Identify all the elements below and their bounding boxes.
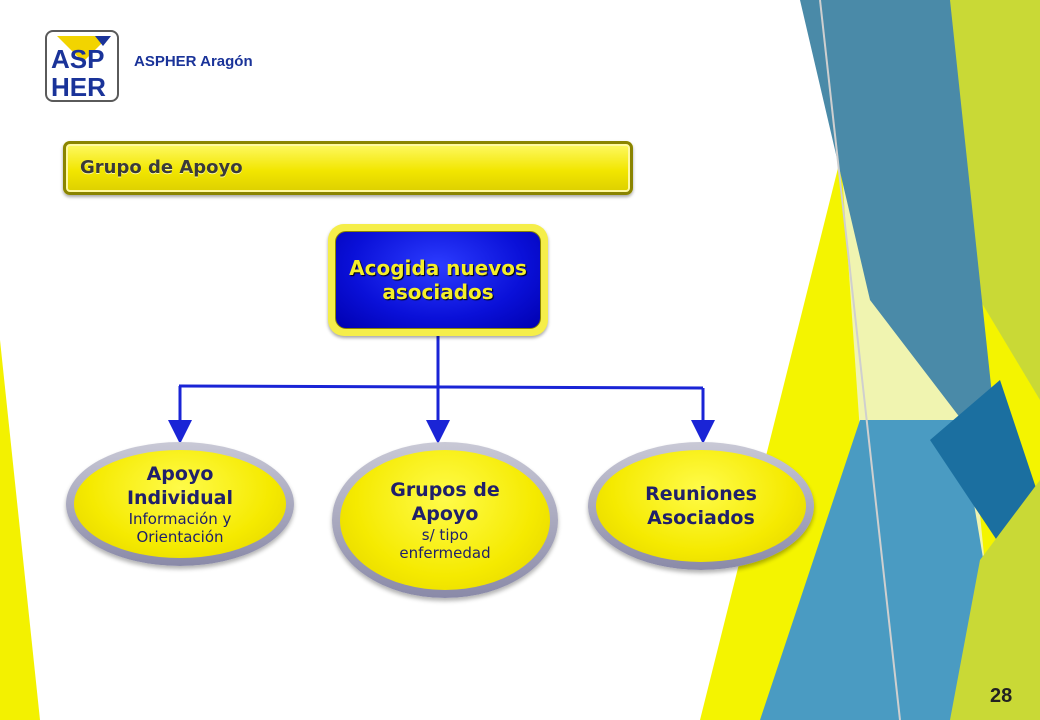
page-number: 28	[990, 685, 1013, 707]
node-subtitle-line2: Orientación	[136, 528, 224, 546]
node-subtitle-line1: Información y	[128, 510, 232, 528]
node-title-line2: Apoyo	[411, 503, 479, 525]
node-label-line2: asociados	[382, 280, 494, 304]
node-subtitle-line1: s/ tipo	[421, 526, 469, 544]
node-apoyo-individual: Apoyo Individual Información y Orientaci…	[66, 442, 294, 566]
node-title-line1: Grupos de	[390, 479, 500, 501]
node-title-line1: Apoyo	[146, 463, 214, 485]
logo-graphic: ASP HER	[51, 36, 111, 100]
logo-text-top: ASP	[51, 44, 104, 74]
aspher-logo: ASP HER	[45, 30, 119, 102]
bg-shape-right-lime-low	[950, 480, 1040, 720]
organization-name: ASPHER Aragón	[134, 53, 253, 70]
node-reuniones-asociados: Reuniones Asociados	[588, 442, 814, 570]
node-label: Acogida nuevos asociados	[349, 256, 527, 304]
bg-shape-right-teal	[930, 380, 1040, 560]
bg-shape-right-blue	[800, 0, 1000, 470]
bg-thin-line	[819, 0, 901, 720]
node-title-line2: Asociados	[647, 507, 755, 529]
section-title-bar	[63, 141, 633, 195]
node-acogida-nuevos-asociados: Acogida nuevos asociados	[328, 224, 548, 336]
node-subtitle-line2: enfermedad	[399, 544, 491, 562]
node-title-line1: Reuniones	[645, 483, 757, 505]
bg-shape-right-lime	[940, 0, 1040, 400]
node-label-line1: Acogida nuevos	[349, 256, 527, 280]
logo-text-bottom: HER	[51, 72, 106, 100]
section-title: Grupo de Apoyo	[80, 157, 243, 178]
node-grupos-de-apoyo: Grupos de Apoyo s/ tipo enfermedad	[332, 442, 558, 598]
bg-shape-left-yellow	[0, 340, 40, 720]
connector-horizontal	[178, 384, 704, 390]
bg-shape-right-blue-low	[760, 420, 1010, 720]
node-title-line2: Individual	[126, 487, 234, 509]
